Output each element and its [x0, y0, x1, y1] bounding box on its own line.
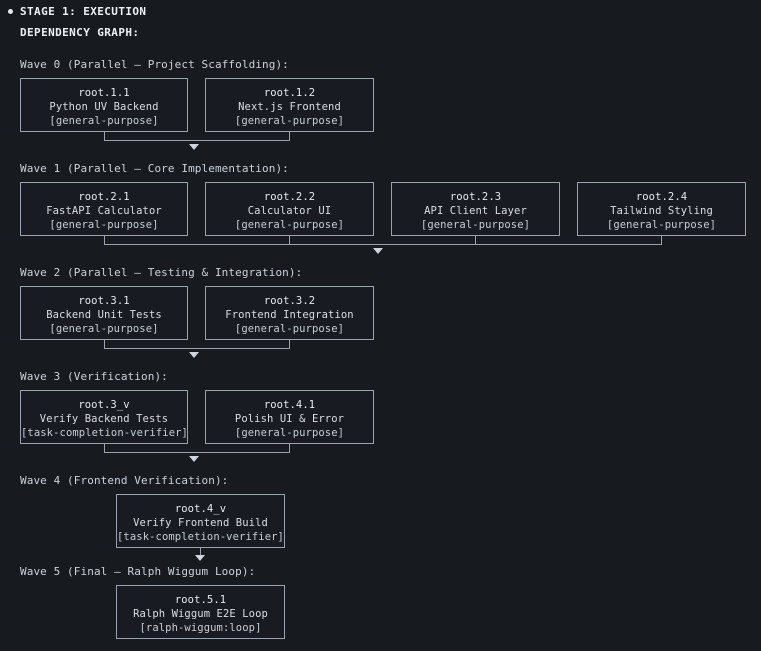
node-title: Polish UI & Error [234, 413, 345, 425]
wave-label-1: Wave 1 (Parallel – Core Implementation): [20, 162, 289, 175]
connector-stub [104, 444, 105, 453]
connector-stub [475, 236, 476, 245]
node-title: API Client Layer [424, 205, 527, 217]
node-title: Python UV Backend [49, 101, 159, 113]
wave-label-3: Wave 3 (Verification): [20, 370, 168, 383]
node-title: Ralph Wiggum E2E Loop [133, 608, 268, 620]
connector-bus [104, 348, 290, 349]
node-id: root.2.2 [263, 191, 316, 203]
node-id: root.3_v [78, 399, 130, 411]
flow-arrow-icon [189, 352, 199, 358]
connector-bus [104, 452, 290, 453]
wave-label-0: Wave 0 (Parallel – Project Scaffolding): [20, 58, 289, 71]
node-root-4-1[interactable]: root.4.1 Polish UI & Error [general-purp… [205, 390, 374, 444]
connector-stub [289, 444, 290, 453]
node-id: root.1.1 [78, 87, 130, 99]
node-agent: [general-purpose] [234, 115, 345, 127]
node-agent: [general-purpose] [49, 323, 159, 335]
connector-bus [104, 244, 662, 245]
node-agent: [ralph-wiggum:loop] [139, 622, 262, 634]
connector-stub [289, 132, 290, 141]
node-title: FastAPI Calculator [46, 205, 162, 217]
connector-stub [104, 340, 105, 349]
node-id: root.2.4 [635, 191, 688, 203]
flow-arrow-icon [373, 248, 383, 254]
node-root-3-1[interactable]: root.3.1 Backend Unit Tests [general-pur… [20, 286, 188, 340]
node-root-2-3[interactable]: root.2.3 API Client Layer [general-purpo… [391, 182, 560, 236]
node-root-1-1[interactable]: root.1.1 Python UV Backend [general-purp… [20, 78, 188, 132]
stage-header: STAGE 1: EXECUTION [8, 5, 146, 18]
node-root-2-1[interactable]: root.2.1 FastAPI Calculator [general-pur… [20, 182, 188, 236]
node-agent: [general-purpose] [49, 219, 159, 231]
wave-label-4: Wave 4 (Frontend Verification): [20, 474, 229, 487]
node-title: Backend Unit Tests [46, 309, 162, 321]
node-id: root.5.1 [174, 594, 227, 606]
node-root-3-2[interactable]: root.3.2 Frontend Integration [general-p… [205, 286, 374, 340]
node-agent: [general-purpose] [49, 115, 159, 127]
node-agent: [task-completion-verifier] [117, 531, 284, 543]
node-id: root.3.1 [78, 295, 130, 307]
node-id: root.2.1 [78, 191, 130, 203]
flow-arrow-icon [189, 456, 199, 462]
connector-stub [289, 340, 290, 349]
node-root-2-2[interactable]: root.2.2 Calculator UI [general-purpose] [205, 182, 374, 236]
node-title: Verify Backend Tests [39, 413, 169, 425]
node-title: Next.js Frontend [238, 101, 341, 113]
wave-label-5: Wave 5 (Final – Ralph Wiggum Loop): [20, 565, 256, 578]
node-id: root.1.2 [263, 87, 316, 99]
connector-stub [289, 236, 290, 245]
connector-stub [104, 132, 105, 141]
flow-arrow-icon [189, 144, 199, 150]
node-agent: [general-purpose] [420, 219, 531, 231]
node-root-1-2[interactable]: root.1.2 Next.js Frontend [general-purpo… [205, 78, 374, 132]
node-agent: [general-purpose] [606, 219, 717, 231]
connector-bus [104, 140, 290, 141]
stage-title: STAGE 1: EXECUTION [20, 5, 147, 18]
flow-arrow-icon [195, 555, 205, 561]
dot-icon [8, 9, 13, 14]
node-title: Verify Frontend Build [133, 517, 268, 529]
node-agent: [general-purpose] [234, 219, 345, 231]
node-id: root.2.3 [449, 191, 502, 203]
node-id: root.4.1 [263, 399, 316, 411]
node-agent: [task-completion-verifier] [21, 427, 188, 439]
connector-stub [661, 236, 662, 245]
node-id: root.3.2 [263, 295, 316, 307]
section-title: DEPENDENCY GRAPH: [20, 26, 140, 39]
node-id: root.4_v [174, 503, 227, 515]
wave-label-2: Wave 2 (Parallel – Testing & Integration… [20, 266, 303, 279]
node-root-5-1[interactable]: root.5.1 Ralph Wiggum E2E Loop [ralph-wi… [116, 585, 285, 639]
connector-stub [104, 236, 105, 245]
node-agent: [general-purpose] [234, 427, 345, 439]
node-root-4-v[interactable]: root.4_v Verify Frontend Build [task-com… [116, 494, 285, 548]
connector-stub [200, 548, 201, 556]
node-title: Tailwind Styling [610, 205, 713, 217]
node-title: Calculator UI [247, 205, 332, 217]
node-root-2-4[interactable]: root.2.4 Tailwind Styling [general-purpo… [577, 182, 746, 236]
node-agent: [general-purpose] [234, 323, 345, 335]
node-title: Frontend Integration [225, 309, 354, 321]
node-root-3-v[interactable]: root.3_v Verify Backend Tests [task-comp… [20, 390, 188, 444]
